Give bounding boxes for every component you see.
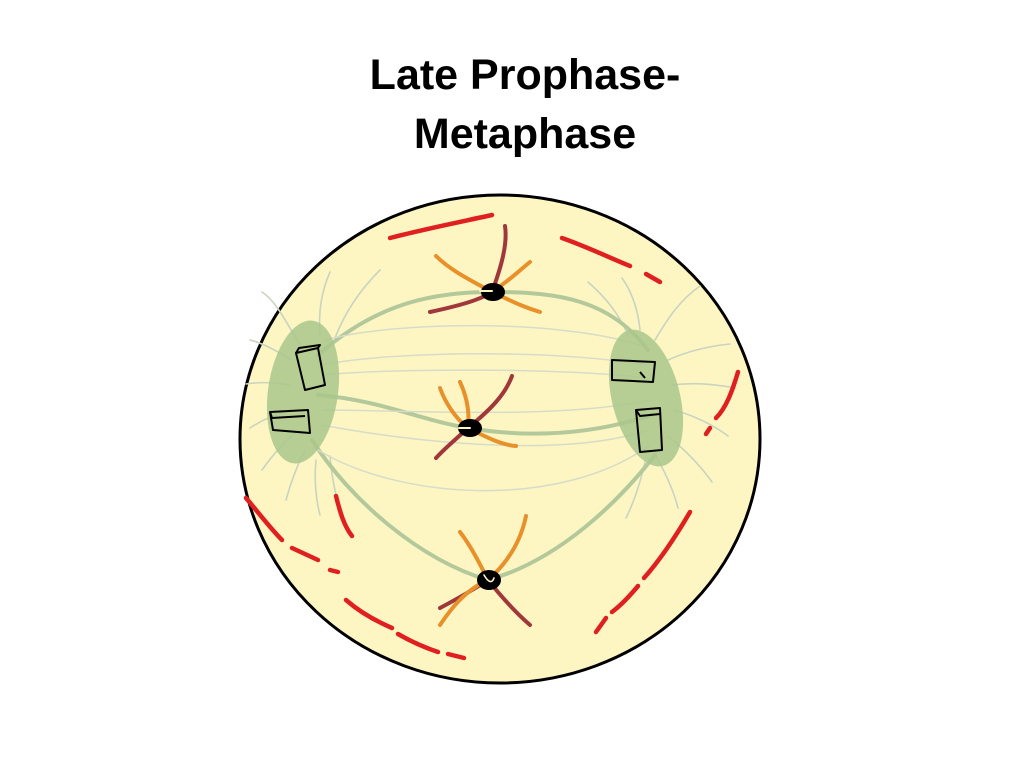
title-line-1: Late Prophase- xyxy=(369,51,681,99)
chromosome-2 xyxy=(434,374,518,460)
slide-title: Late Prophase- Metaphase xyxy=(0,46,1024,164)
chromosome-3 xyxy=(438,514,532,627)
spindle-pole-right xyxy=(608,329,684,467)
spindle-pole-left xyxy=(266,320,340,464)
centromere-1 xyxy=(481,283,505,301)
centromere-3 xyxy=(477,570,501,590)
title-line-2: Metaphase xyxy=(413,110,637,158)
centriole-pair-left xyxy=(269,344,326,434)
chromosome-1 xyxy=(428,224,542,314)
centriole-pair-right xyxy=(611,359,663,453)
nuclear-envelope-fragments xyxy=(243,212,741,661)
spindle-fibers xyxy=(310,290,657,582)
